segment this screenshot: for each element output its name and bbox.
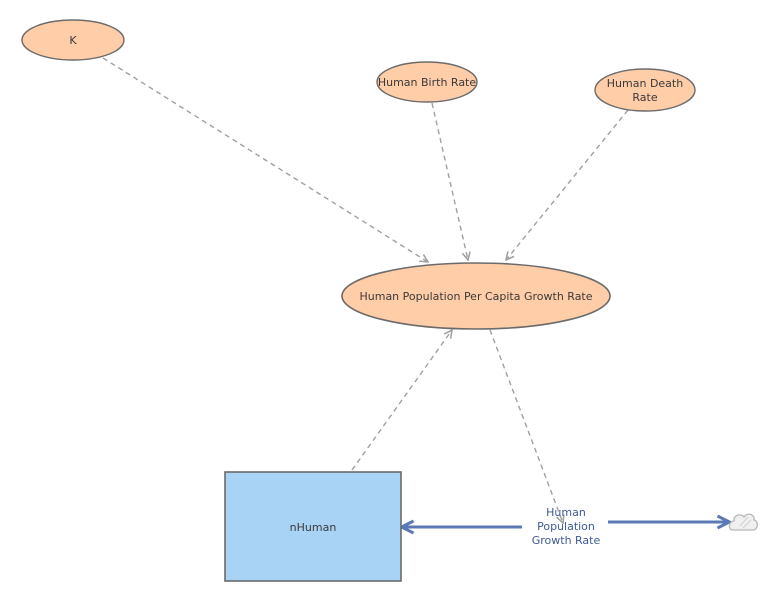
cloud-icon[interactable] [728,513,758,531]
stock-nhuman[interactable]: nHuman [224,471,402,582]
link-k-to-growth[interactable] [102,57,428,262]
link-death-to-growth[interactable] [506,109,629,260]
variable-human-death-rate-label-line-2: Rate [632,91,657,104]
flow-human-population-growth-rate[interactable]: Human Population Growth Rate [532,506,601,547]
flow-label-line-2: Population [537,520,595,533]
variable-human-population-per-capita-growth-rate[interactable]: Human Population Per Capita Growth Rate [341,262,611,330]
variable-human-death-rate-label-line-1: Human Death [607,77,683,90]
variable-human-death-rate[interactable]: Human Death Rate [594,68,696,112]
variable-human-birth-rate[interactable]: Human Birth Rate [376,61,478,103]
link-birth-to-growth[interactable] [431,102,468,260]
variable-k-label: K [69,34,77,47]
variable-human-birth-rate-label: Human Birth Rate [378,76,477,89]
flow-label-line-1: Human [546,506,586,519]
variable-human-population-per-capita-growth-rate-label: Human Population Per Capita Growth Rate [359,290,592,303]
variable-k[interactable]: K [21,19,125,61]
link-growth-to-flow[interactable] [489,329,563,523]
link-nhuman-to-growth[interactable] [351,330,452,471]
flow-label-line-3: Growth Rate [532,534,601,547]
stock-nhuman-label: nHuman [290,521,337,534]
